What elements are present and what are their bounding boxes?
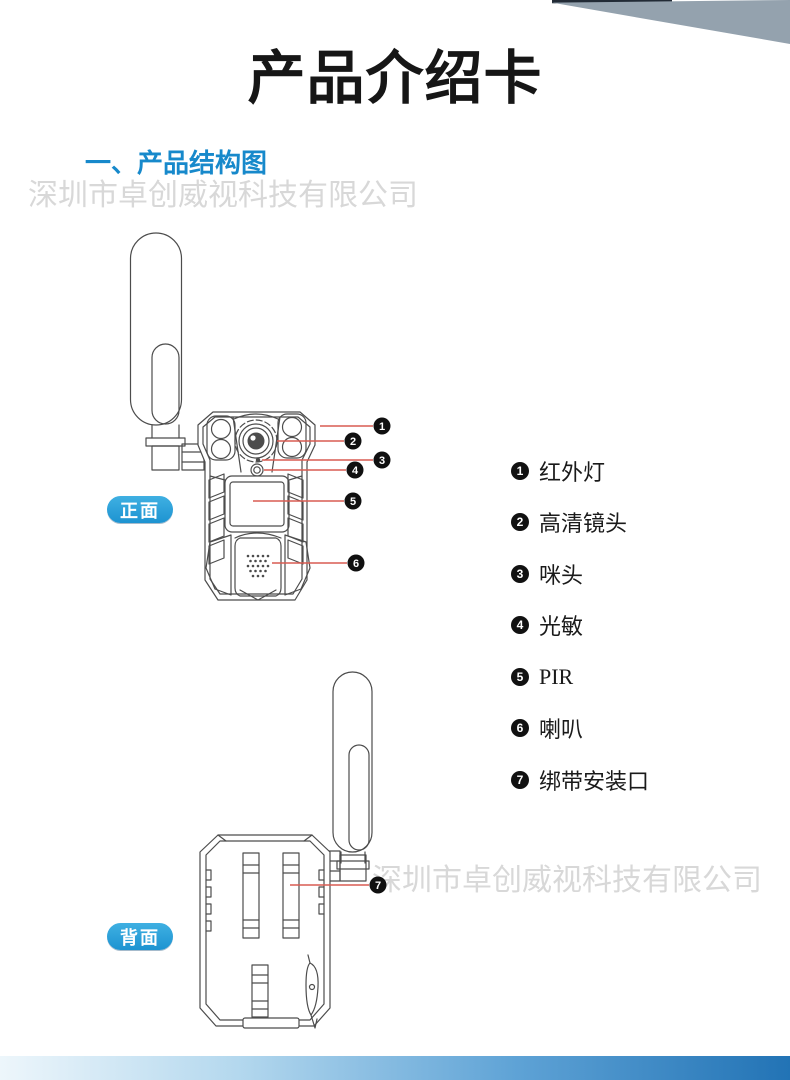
- front-callouts: 1 2 3 4 5 6: [253, 417, 391, 572]
- legend-item-7: 7 绑带安装口: [511, 754, 649, 806]
- strap-slot-left: [242, 852, 260, 939]
- front-antenna: [129, 232, 205, 471]
- legend-label-4: 光敏: [539, 614, 584, 640]
- svg-text:1: 1: [379, 421, 385, 433]
- legend-num-6: 6: [511, 719, 529, 738]
- svg-text:6: 6: [353, 558, 359, 570]
- legend-num-1: 1: [511, 461, 529, 480]
- callout-circle-2: [344, 432, 362, 450]
- latch: [305, 954, 319, 1029]
- legend-label-3: 咪头: [539, 562, 584, 588]
- callout-circle-1: [373, 417, 391, 435]
- legend-item-6: 6 喇叭: [511, 703, 649, 755]
- mic-dot: [255, 457, 261, 463]
- legend-num-5: 5: [511, 667, 529, 686]
- watermark-bottom: 深圳市卓创威视科技有限公司: [372, 864, 762, 897]
- legend-item-4: 4 光敏: [511, 600, 649, 652]
- header-gray-wedge: [552, 0, 790, 44]
- front-label-pill: 正面: [107, 496, 173, 523]
- legend-num-7: 7: [511, 770, 529, 789]
- legend-num-4: 4: [511, 616, 529, 635]
- legend-label-5: PIR: [539, 663, 574, 689]
- legend-label-6: 喇叭: [539, 717, 584, 743]
- legend-label-1: 红外灯: [539, 459, 606, 485]
- footer-gradient-bar: [0, 1056, 790, 1080]
- watermark-top: 深圳市卓创威视科技有限公司: [28, 179, 418, 212]
- pir-window: [224, 475, 290, 533]
- back-body: [199, 834, 331, 1027]
- callout-circle-3: [373, 451, 391, 469]
- svg-text:3: 3: [379, 455, 385, 467]
- callout-circle-7: [369, 876, 387, 894]
- legend-label-7: 绑带安装口: [539, 768, 650, 794]
- svg-text:2: 2: [350, 436, 356, 448]
- svg-text:5: 5: [350, 496, 356, 508]
- back-label-pill: 背面: [107, 923, 173, 950]
- legend: 1 红外灯 2 高清镜头 3 咪头 4 光敏 5 PIR 6 喇叭 7 绑带安装…: [511, 445, 649, 806]
- legend-item-3: 3 咪头: [511, 548, 649, 600]
- callout-circle-5: [344, 492, 362, 510]
- back-callouts: 7: [290, 876, 387, 894]
- strap-slot-right: [282, 852, 300, 939]
- legend-item-2: 2 高清镜头: [511, 497, 649, 549]
- svg-text:7: 7: [375, 880, 381, 892]
- legend-num-3: 3: [511, 564, 529, 583]
- grip-ribs: [208, 473, 304, 565]
- legend-item-1: 1 红外灯: [511, 445, 649, 497]
- svg-text:4: 4: [352, 465, 359, 477]
- legend-num-2: 2: [511, 513, 529, 532]
- section-heading: 一、产品结构图: [85, 148, 268, 178]
- callout-circle-4: [346, 461, 364, 479]
- legend-item-5: 5 PIR: [511, 651, 649, 703]
- page-title: 产品介绍卡: [247, 46, 543, 111]
- foot-bar: [242, 1017, 300, 1029]
- ir-led-panel-right: [277, 413, 307, 459]
- legend-label-2: 高清镜头: [539, 511, 628, 537]
- back-view-diagram: 7: [199, 671, 387, 1029]
- callout-circle-6: [347, 554, 365, 572]
- strap-slot-bottom: [251, 964, 269, 1018]
- front-view-diagram: 1 2 3 4 5 6: [129, 232, 391, 601]
